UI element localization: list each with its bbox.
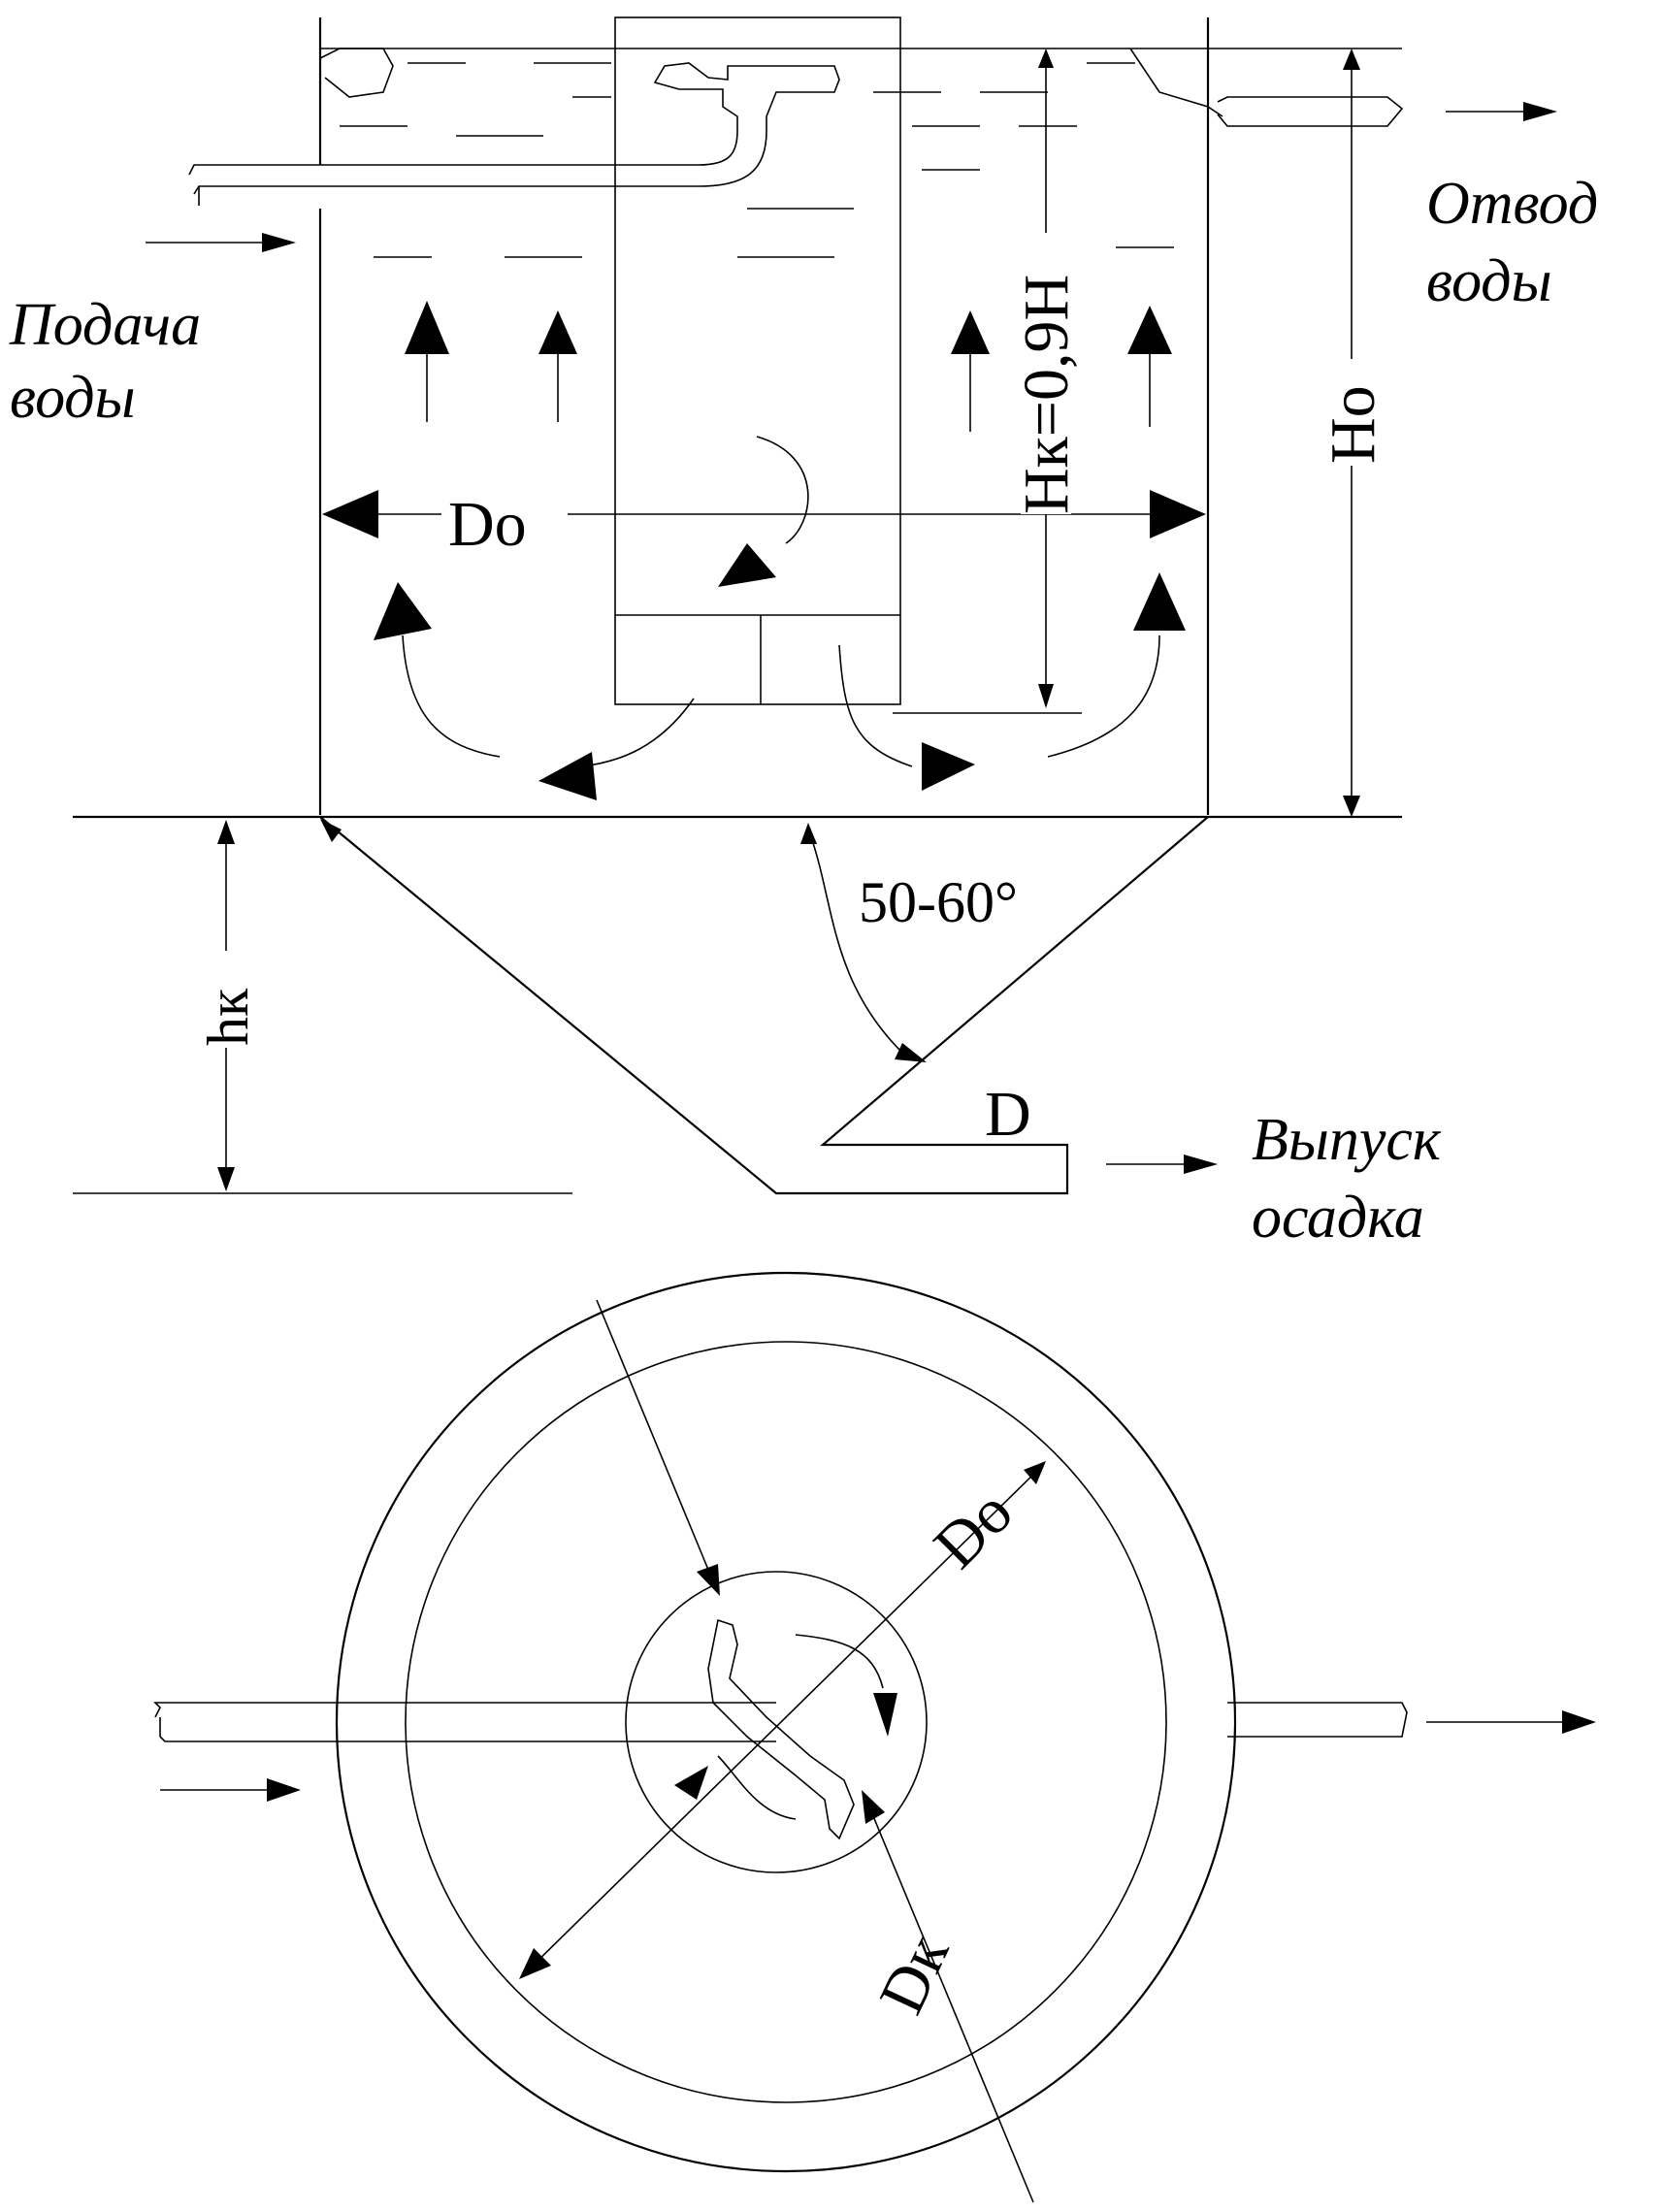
dimension-label-hk-chamber: Hк=0,9H xyxy=(1011,275,1082,514)
sludge-cone xyxy=(319,816,1209,1195)
outlet-pipe xyxy=(1217,96,1404,127)
hk-arrow-bottom xyxy=(1038,684,1054,708)
plan-central-chamber xyxy=(625,1571,928,1873)
label-sludge-release-1: Выпуск xyxy=(1252,1107,1442,1173)
plan-dk-leader-top xyxy=(596,1299,714,1582)
cone-left-arrowhead xyxy=(320,819,342,842)
circulation-flow xyxy=(374,436,1186,800)
plan-outlet-arrowhead xyxy=(1562,1710,1596,1734)
plan-do-line xyxy=(523,1464,1044,1975)
plan-outlet-pipe xyxy=(1227,1702,1408,1738)
water-dashes xyxy=(340,62,1174,258)
label-sludge-release-2: осадка xyxy=(1252,1185,1424,1251)
plan-dk-arrow-bottom xyxy=(862,1790,885,1824)
label-water-supply-1: Подача xyxy=(9,292,201,358)
inlet-pipe xyxy=(188,62,840,195)
supply-arrowhead xyxy=(262,233,296,252)
foam-left xyxy=(319,48,394,98)
plan-dk-leader-bottom xyxy=(867,1804,1034,2203)
plan-inlet-pipe xyxy=(153,1702,776,1718)
label-water-outlet-1: Отвод xyxy=(1426,171,1598,237)
plan-dk-arrow-top xyxy=(697,1564,720,1596)
plan-view: Do Dк xyxy=(153,1271,1596,2203)
outlet-collector xyxy=(1129,48,1223,117)
dimension-label-outlet-d: D xyxy=(985,1079,1031,1150)
sludge-arrowhead xyxy=(1184,1155,1218,1174)
dimension-label-hk-cone: hк xyxy=(196,988,260,1046)
hk-cone-arrow-top xyxy=(217,820,235,844)
dimension-label-do: Do xyxy=(448,489,527,560)
plan-inner-arrow xyxy=(674,1766,708,1800)
angle-arrow-bottom xyxy=(895,1043,927,1062)
plan-inlet-pipe-lower xyxy=(159,1736,776,1742)
plan-inner-tray xyxy=(405,1341,1167,2103)
plan-swirl-flow xyxy=(717,1755,797,1820)
ho-arrow-bottom xyxy=(1343,796,1360,817)
plan-do-arrow-top xyxy=(1024,1461,1046,1484)
dimension-label-cone-angle: 50-60° xyxy=(859,870,1018,934)
angle-arrow-top xyxy=(800,823,817,844)
hk-cone-arrow-bottom xyxy=(217,1167,235,1191)
do-arrow-right xyxy=(1150,490,1206,538)
plan-rotation-curve xyxy=(795,1634,884,1689)
plan-dimension-label-dk: Dк xyxy=(865,1923,962,2024)
plan-supply-arrowhead xyxy=(267,1778,301,1802)
cone-angle-arc xyxy=(809,833,903,1054)
ho-arrow-top xyxy=(1343,49,1360,70)
plan-dimension-label-do: Do xyxy=(921,1477,1027,1582)
hk-arrow-top xyxy=(1038,49,1054,68)
plan-outer-wall xyxy=(335,1271,1237,2173)
upflow-arrows xyxy=(405,301,1172,432)
do-arrow-left xyxy=(322,490,378,538)
dimension-label-ho: Ho xyxy=(1318,385,1388,464)
label-water-outlet-2: воды xyxy=(1426,248,1552,314)
plan-do-arrow-bottom xyxy=(519,1948,551,1979)
flocculation-chamber xyxy=(614,16,901,705)
plan-swirl-nozzle xyxy=(707,1618,855,1840)
outlet-arrowhead xyxy=(1523,102,1557,121)
label-water-supply-2: воды xyxy=(10,365,136,431)
section-view: Do Hк=0,9H Ho hк 50-60° D Подача воды От… xyxy=(9,16,1598,1251)
plan-rotation-arrowhead xyxy=(873,1693,897,1737)
